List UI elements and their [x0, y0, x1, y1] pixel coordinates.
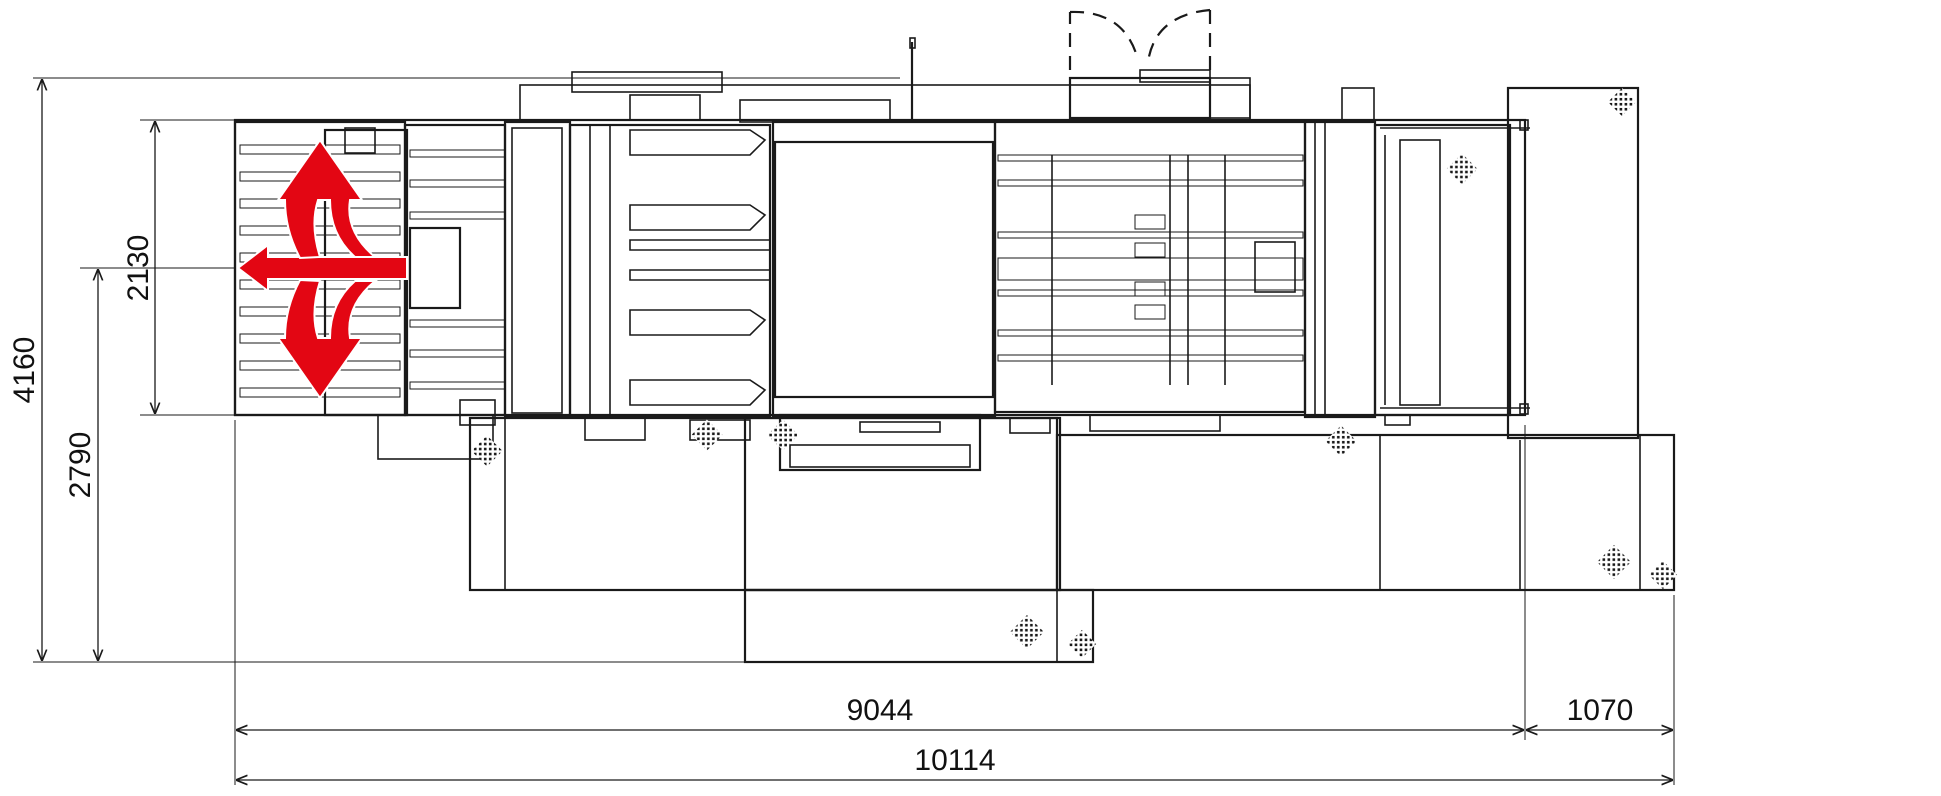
- base-frames: [468, 86, 1676, 664]
- floor-anchor-icon: [767, 419, 799, 451]
- red-flow-arrows-icon: [236, 138, 408, 400]
- dim-label-overall-depth: 4160: [8, 337, 41, 404]
- floor-anchor-icon: [1010, 615, 1044, 649]
- dim-label-overall-length: 10114: [914, 744, 995, 777]
- floor-anchor-icon: [1597, 545, 1631, 579]
- stack-grippers: [629, 129, 771, 406]
- floor-anchor-icon: [471, 435, 503, 467]
- flow-arrow-down: [276, 278, 378, 400]
- floor-anchor-icon: [691, 419, 723, 451]
- dim-label-frame-depth: 2790: [64, 432, 97, 499]
- flow-arrow-left: [236, 242, 408, 294]
- dimension-lines: 4160 2130 2790 9044 1070 10114: [8, 77, 1675, 785]
- dim-label-outfeed-length: 1070: [1567, 694, 1634, 727]
- floor-anchor-markers: [471, 87, 1678, 659]
- floor-anchor-icon: [1648, 560, 1678, 590]
- rails: [997, 154, 1304, 385]
- floor-anchor-icon: [1067, 629, 1097, 659]
- floor-anchor-icon: [1446, 153, 1478, 185]
- machine-body: [233, 118, 1530, 472]
- floor-anchor-icon: [1325, 425, 1357, 457]
- flow-arrow-up: [276, 138, 378, 260]
- top-outline: [519, 8, 1375, 123]
- dim-label-machine-length: 9044: [847, 694, 914, 727]
- floor-anchor-icon: [1607, 87, 1637, 117]
- transfer-bars: [409, 149, 506, 390]
- dim-label-infeed-width: 2130: [122, 235, 155, 302]
